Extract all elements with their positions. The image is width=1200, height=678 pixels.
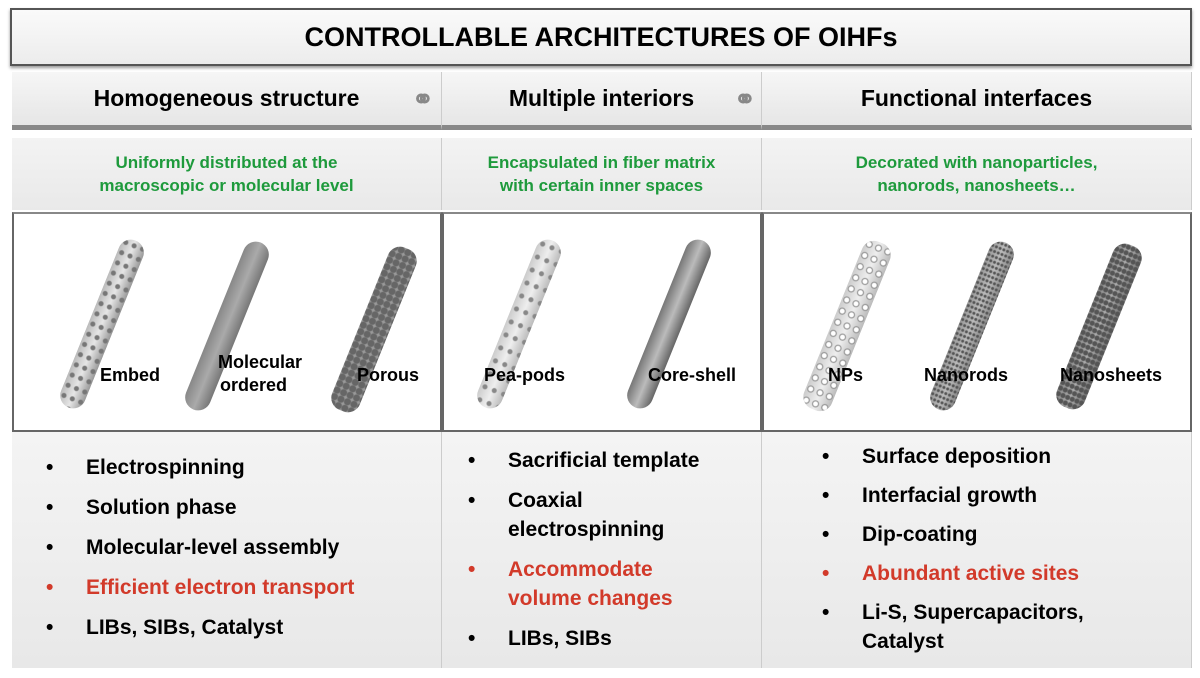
list-item: • Sacrificial template [468,446,748,475]
list-item-text: Coaxial electrospinning [508,489,665,541]
bullet-icon: • [468,558,476,581]
list-item-text: Dip-coating [862,523,978,546]
list-item-text: Li-S, Supercapacitors, Catalyst [862,601,1084,653]
list-item-text: LIBs, SIBs, Catalyst [86,616,284,639]
bullet-icon: • [46,616,54,639]
desc-line: Encapsulated in fiber matrix [487,153,716,172]
bullet-icon: • [468,489,476,512]
porous-fiber-image [327,242,421,417]
list-item-highlight: • Accommodate volume changes [468,555,708,613]
nanorods-fiber-image [926,237,1018,415]
desc-line: Uniformly distributed at the [115,153,338,172]
bullet-icon: • [468,627,476,650]
list-item-highlight: • Abundant active sites [822,559,1142,588]
desc-homogeneous: Uniformly distributed at the macroscopic … [12,138,442,210]
bullet-icon: • [822,523,830,546]
nanosheets-fiber-image [1052,239,1146,414]
list-item: • Coaxial electrospinning [468,486,688,544]
label-nanosheets: Nanosheets [1060,365,1163,385]
list-item-text: Electrospinning [86,456,245,479]
list-item: • Dip-coating [822,520,1142,549]
list-item-text: Solution phase [86,496,237,519]
list-homogeneous: • Electrospinning • Solution phase • Molecu… [12,432,442,668]
list-item-text: Efficient electron transport [86,576,355,599]
list-item: • Surface deposition [822,442,1142,471]
image-panel-homogeneous: Embed Molecular ordered Porous [12,212,442,432]
label-molecular: Molecular [218,352,303,372]
label-embed: Embed [100,365,161,385]
list-item: • Li-S, Supercapacitors, Catalyst [822,598,1132,656]
list-item: • LIBs, SIBs, Catalyst [46,613,354,642]
list-item: • Solution phase [46,493,354,522]
list-item-text: Abundant active sites [862,562,1080,585]
header-functional-interfaces: Functional interfaces [762,72,1192,130]
list-item-text: Accommodate volume changes [508,558,673,610]
desc-functional-interfaces: Decorated with nanoparticles, nanorods, n… [762,138,1192,210]
label-core-shell: Core-shell [648,365,737,385]
image-panel-functional-interfaces: NPs Nanorods Nanosheets [762,212,1192,432]
label-nps: NPs [828,365,864,385]
list-item: • Molecular-level assembly [46,533,354,562]
list-functional-interfaces: •Surface deposition •Interfacial growth … [762,432,1192,668]
desc-multiple-interiors: Encapsulated in fiber matrix with certain… [442,138,762,210]
header-homogeneous: Homogeneous structure [12,72,442,130]
bullet-icon: • [822,601,830,624]
list-item-text: Molecular-level assembly [86,536,340,559]
list-item-highlight: • Efficient electron transport [46,573,354,602]
list-item-text: LIBs, SIBs [508,627,612,650]
image-panel-multiple-interiors: Pea-pods Core-shell [442,212,762,432]
bullet-icon: • [822,484,830,507]
chain-link-icon: ⚭ [734,84,756,114]
list-multiple-interiors: • Sacrificial template • Coaxial electrosp… [442,432,762,668]
nps-fiber-image [799,236,895,416]
desc-line: with certain inner spaces [499,176,704,195]
bullet-icon: • [46,536,54,559]
list-item: • Interfacial growth [822,481,1142,510]
label-porous: Porous [357,365,420,385]
list-item: • Electrospinning [46,453,354,482]
bullet-icon: • [822,445,830,468]
label-ordered: ordered [220,375,288,395]
bullet-icon: • [46,496,54,519]
label-nanorods: Nanorods [924,365,1009,385]
list-item: • LIBs, SIBs [468,624,748,653]
list-item-text: Interfacial growth [862,484,1038,507]
bullet-icon: • [468,449,476,472]
chain-link-icon: ⚭ [412,84,434,114]
list-item-text: Sacrificial template [508,449,700,472]
desc-line: Decorated with nanoparticles, [855,153,1098,172]
bullet-icon: • [46,576,54,599]
header-multiple-interiors: Multiple interiors [442,72,762,130]
desc-line: nanorods, nanosheets… [877,176,1076,195]
label-pea-pods: Pea-pods [484,365,566,385]
bullet-icon: • [46,456,54,479]
list-item-text: Surface deposition [862,445,1052,468]
diagram-title: CONTROLLABLE ARCHITECTURES OF OIHFs [10,8,1192,66]
bullet-icon: • [822,562,830,585]
desc-line: macroscopic or molecular level [99,176,354,195]
